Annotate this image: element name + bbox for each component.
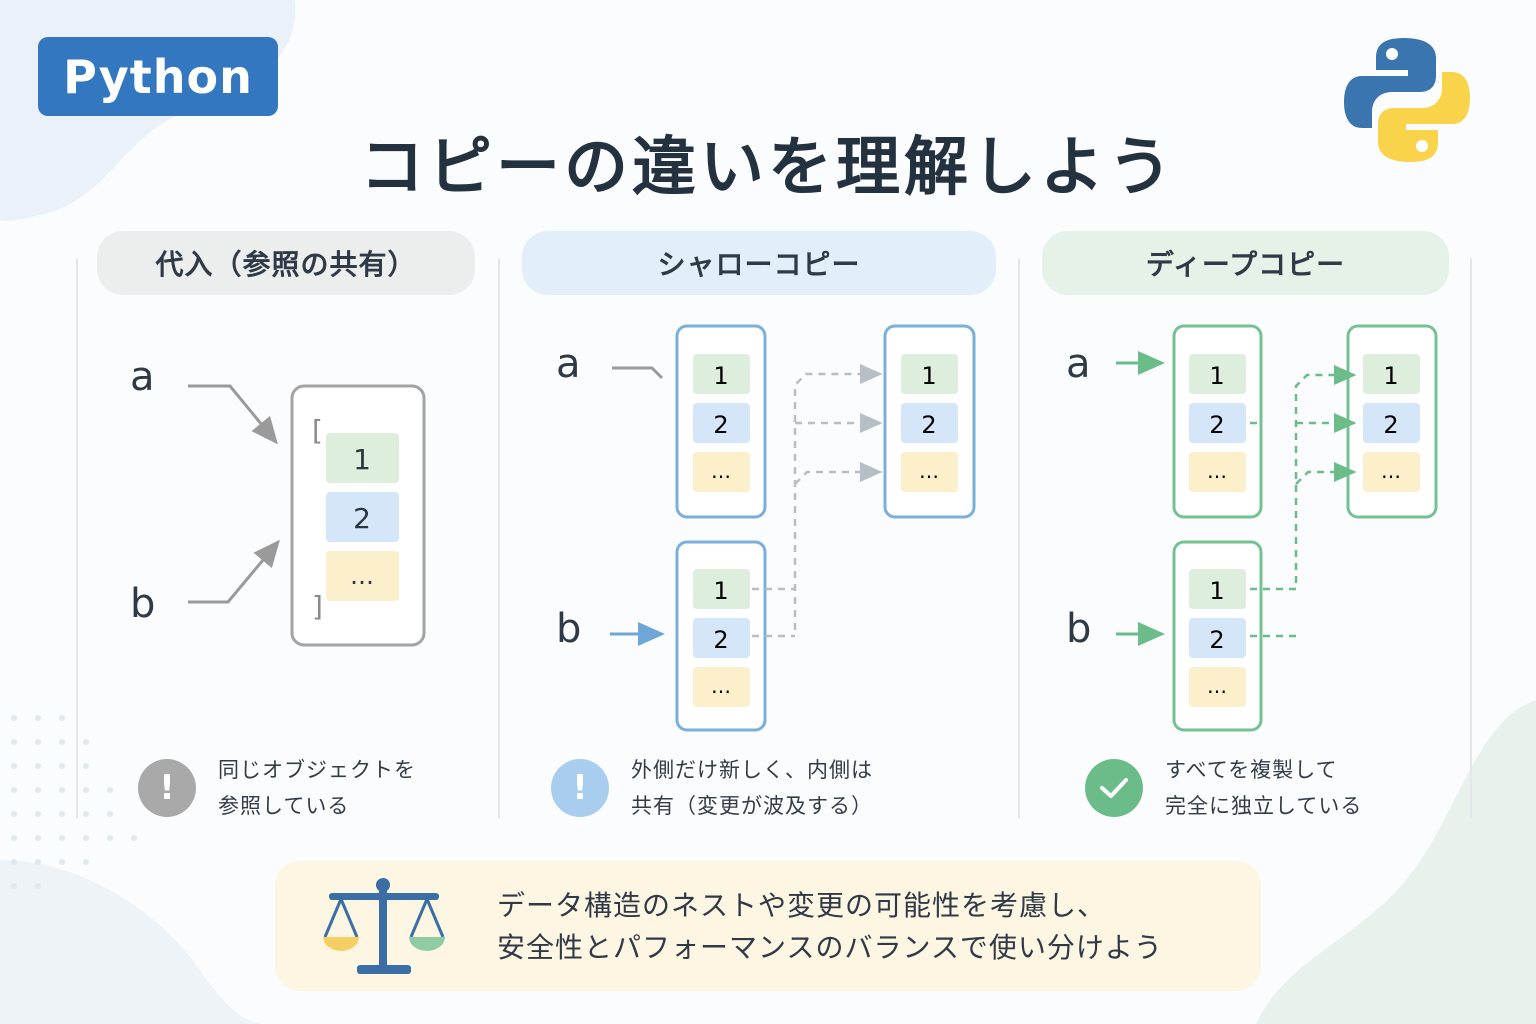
list-item xyxy=(693,452,750,492)
divider-left xyxy=(76,258,78,818)
list-item-label: 1 xyxy=(1209,577,1224,605)
list-item-label: … xyxy=(711,674,731,698)
var-a-label: a xyxy=(130,354,155,400)
var-a-label: a xyxy=(556,341,581,387)
shallow-copy-heading: シャローコピー xyxy=(522,231,996,295)
list-item xyxy=(693,618,750,658)
list-item xyxy=(1363,354,1420,394)
list-item xyxy=(1189,569,1246,609)
list-item xyxy=(1363,452,1420,492)
python-badge: Python xyxy=(38,37,278,116)
summary-text: データ構造のネストや変更の可能性を考慮し、 安全性とパフォーマンスのバランスで使… xyxy=(497,889,1163,964)
warning-icon: ! xyxy=(138,759,196,817)
list-item xyxy=(693,569,750,609)
list-item-label: … xyxy=(1207,459,1227,483)
list-item-label: … xyxy=(1207,674,1227,698)
list-item xyxy=(326,551,399,601)
list-item-label: 2 xyxy=(713,626,728,654)
assignment-heading: 代入（参照の共有） xyxy=(97,231,475,295)
list-item xyxy=(693,667,750,707)
list-item xyxy=(1189,354,1246,394)
arrow-a-to-list xyxy=(612,366,664,380)
background-blob-bottom-left xyxy=(0,860,260,1024)
list-item-label: … xyxy=(1381,459,1401,483)
divider-mid-right xyxy=(1018,258,1020,818)
balance-scale-icon xyxy=(323,878,445,974)
list-item xyxy=(1189,667,1246,707)
arrow-b-to-list xyxy=(188,539,280,604)
dot-pattern xyxy=(11,715,137,889)
deep-copy-note: すべてを複製して 完全に独立している xyxy=(1085,752,1362,824)
deep-copy-heading: ディープコピー xyxy=(1042,231,1449,295)
var-b-label: b xyxy=(556,606,581,652)
assignment-note: ! 同じオブジェクトを 参照している xyxy=(138,752,416,824)
list-item-label: 1 xyxy=(921,362,936,390)
list-item xyxy=(901,354,958,394)
list-item xyxy=(1189,403,1246,443)
list-item xyxy=(326,433,399,483)
list-item-label: 2 xyxy=(353,502,371,535)
page-title: コピーの違いを理解しよう xyxy=(360,131,1176,205)
var-a-label: a xyxy=(1066,341,1091,387)
deep-copy-note-text: すべてを複製して 完全に独立している xyxy=(1165,758,1363,818)
close-bracket: ] xyxy=(312,590,323,623)
list-item-label: 1 xyxy=(353,443,371,476)
divider-right xyxy=(1470,258,1472,818)
python-logo-icon xyxy=(1344,38,1470,162)
list-item-label: 2 xyxy=(1209,411,1224,439)
list-item xyxy=(901,452,958,492)
list-item-label: 1 xyxy=(1383,362,1398,390)
list-item xyxy=(901,403,958,443)
list-item xyxy=(693,354,750,394)
list-item xyxy=(693,403,750,443)
warning-icon: ! xyxy=(551,759,609,817)
list-item-label: 2 xyxy=(1209,626,1224,654)
background-blob-bottom-right xyxy=(1256,700,1536,1024)
var-b-label: b xyxy=(1066,606,1091,652)
var-b-label: b xyxy=(130,581,155,627)
list-item-label: 1 xyxy=(713,362,728,390)
deep-copy-arrows xyxy=(1250,365,1357,638)
list-item xyxy=(1363,403,1420,443)
summary-box: データ構造のネストや変更の可能性を考慮し、 安全性とパフォーマンスのバランスで使… xyxy=(275,861,1261,991)
list-item xyxy=(1189,452,1246,492)
shared-reference-arrows xyxy=(752,364,883,638)
divider-mid-left xyxy=(498,258,500,818)
list-item-label: … xyxy=(919,459,939,483)
check-icon xyxy=(1085,759,1143,817)
list-item xyxy=(1189,618,1246,658)
list-item-label: 2 xyxy=(713,411,728,439)
assignment-note-text: 同じオブジェクトを 参照している xyxy=(218,758,416,818)
list-item xyxy=(326,492,399,542)
arrow-a-to-list xyxy=(188,384,278,445)
list-item-label: 2 xyxy=(921,411,936,439)
open-bracket: [ xyxy=(312,414,323,447)
list-item-label: … xyxy=(711,459,731,483)
list-item-label: 1 xyxy=(713,577,728,605)
list-item-label: 2 xyxy=(1383,411,1398,439)
shallow-copy-note-text: 外側だけ新しく、内側は 共有（変更が波及する） xyxy=(631,758,873,818)
shallow-copy-note: ! 外側だけ新しく、内側は 共有（変更が波及する） xyxy=(551,752,873,824)
list-item-label: … xyxy=(350,562,374,590)
list-item-label: 1 xyxy=(1209,362,1224,390)
